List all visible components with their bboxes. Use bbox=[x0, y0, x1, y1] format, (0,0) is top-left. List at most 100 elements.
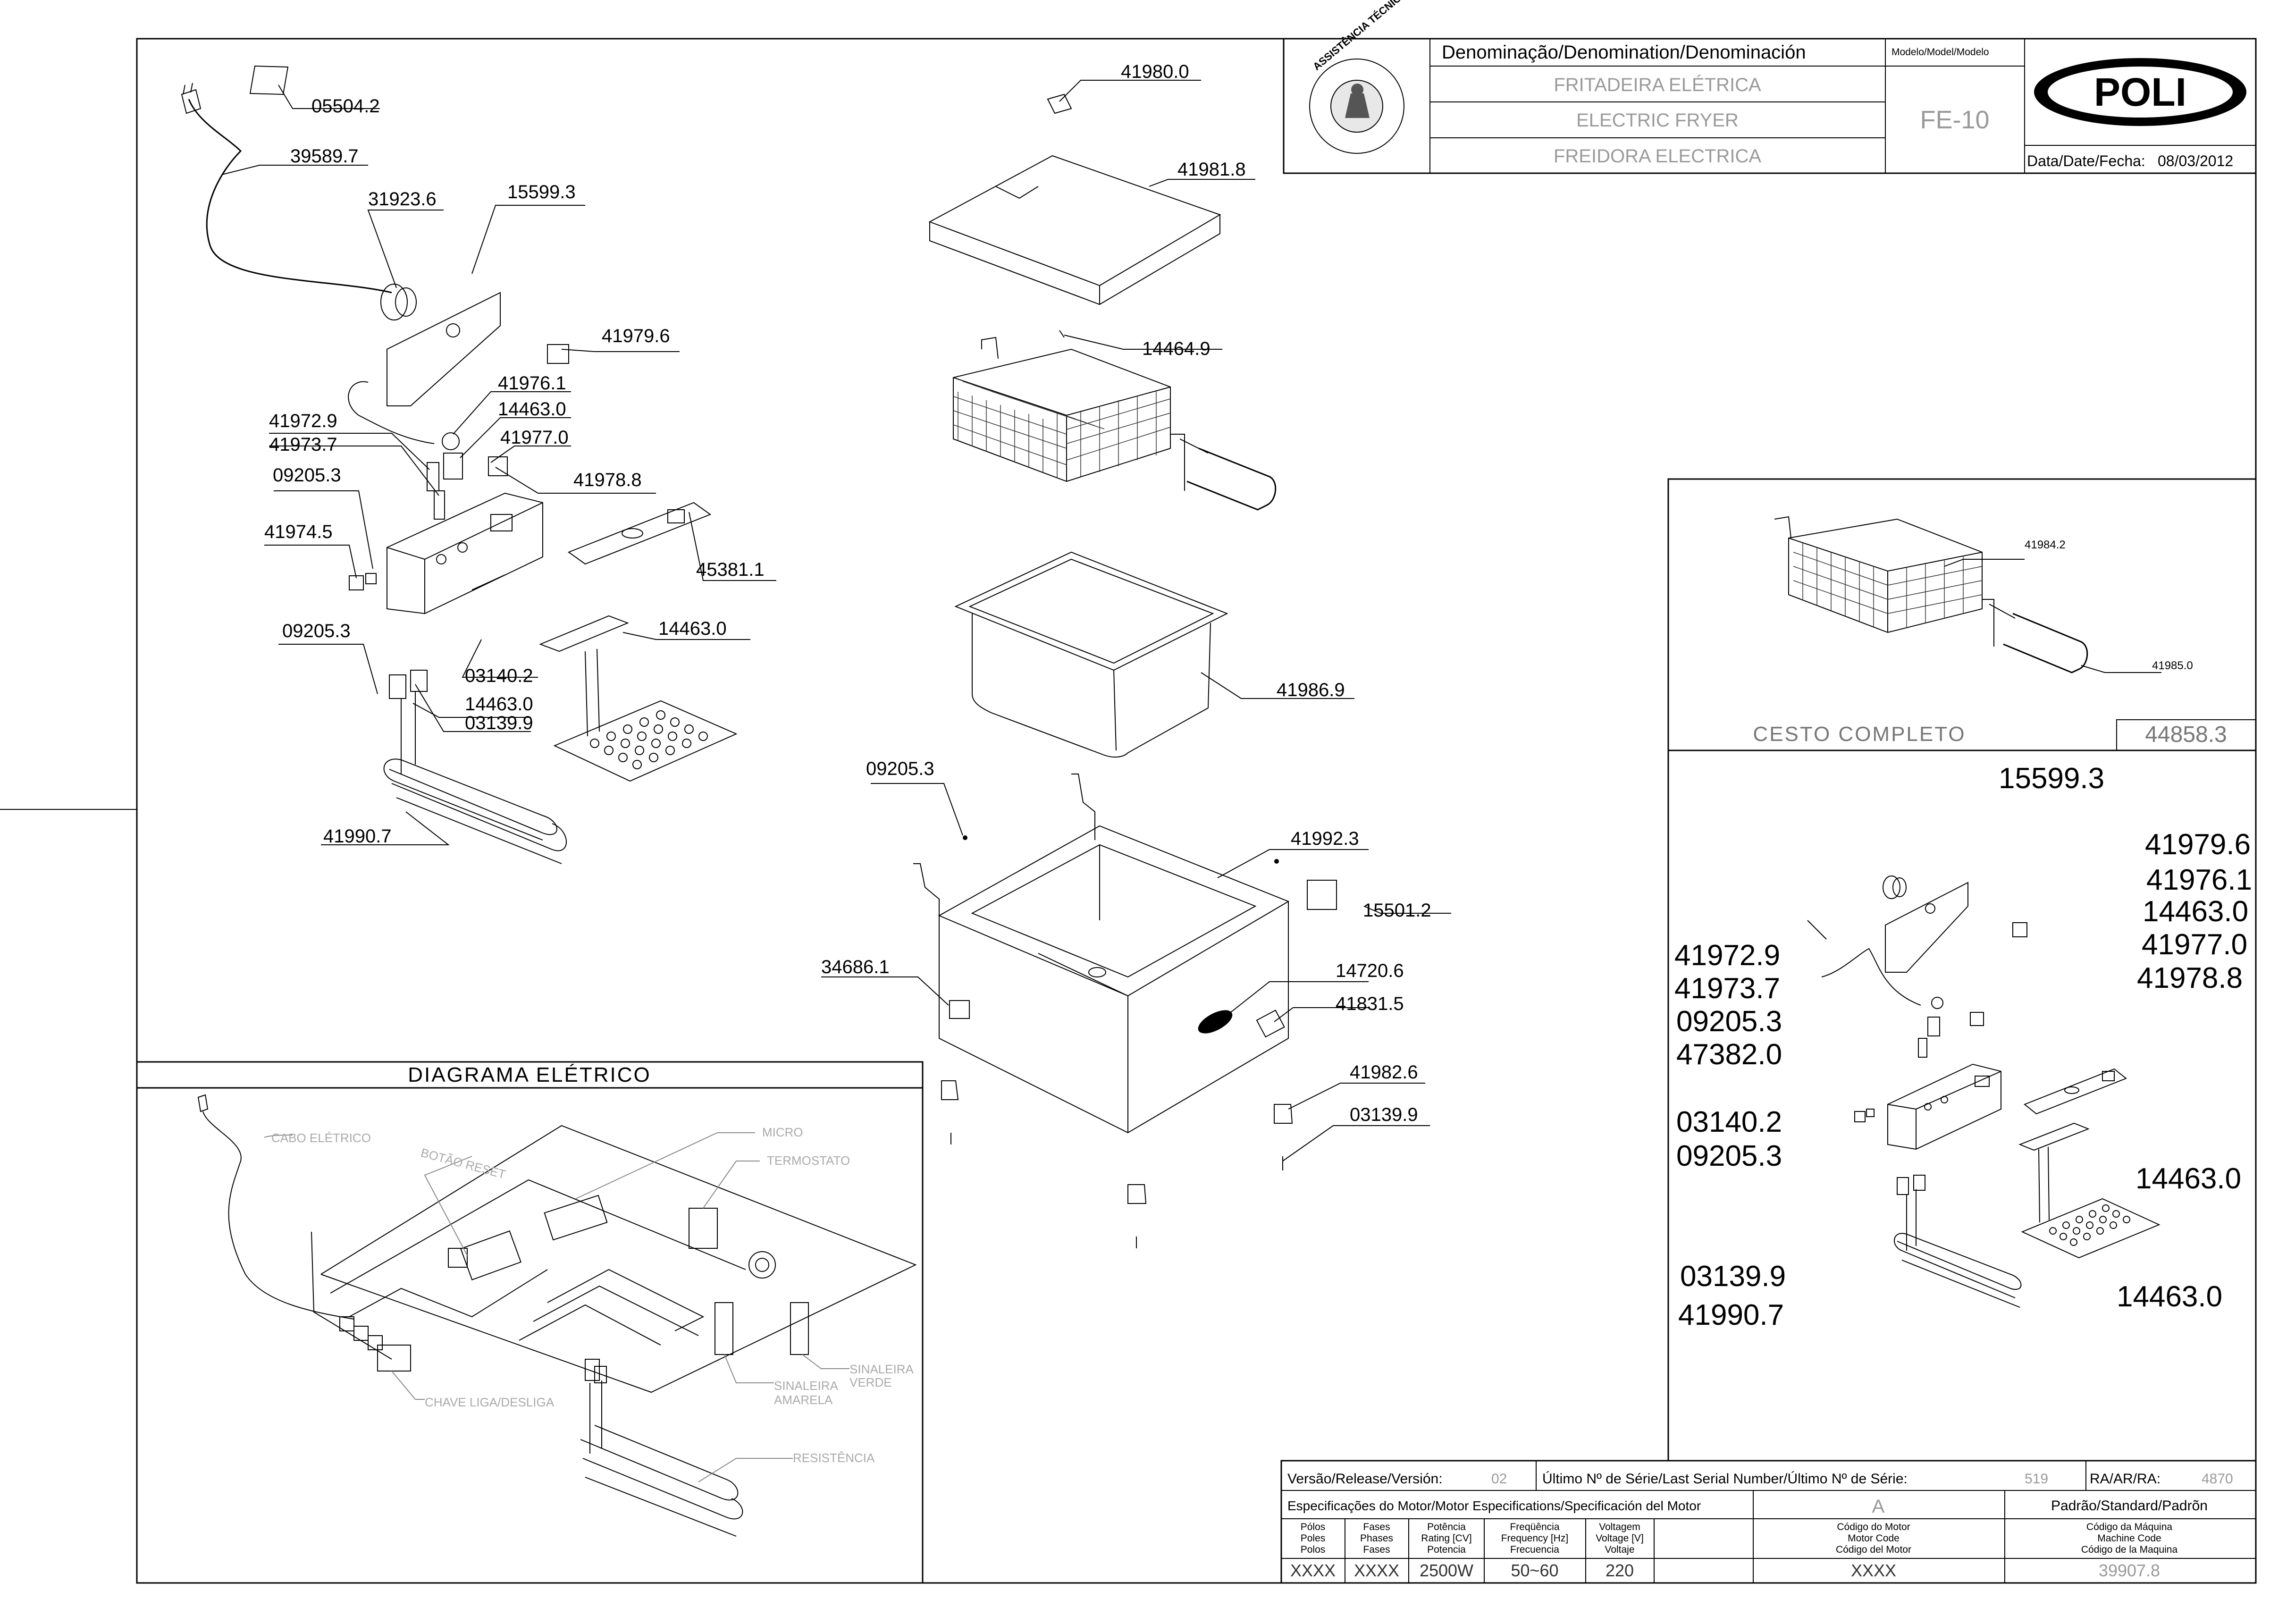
control-panel-assembly bbox=[181, 65, 776, 864]
part-label: 45381.1 bbox=[696, 559, 765, 580]
part-label: 41977.0 bbox=[500, 427, 569, 448]
part-label: 41990.7 bbox=[323, 826, 392, 847]
name-es: FREIDORA ELECTRICA bbox=[1554, 146, 1761, 167]
name-en: ELECTRIC FRYER bbox=[1576, 110, 1739, 131]
col-header: Código do Motor bbox=[1837, 1522, 1910, 1532]
brand-text: POLI bbox=[2094, 70, 2186, 114]
col-header: Rating [CV] bbox=[1421, 1533, 1471, 1544]
center-part-labels: 41980.0 41981.8 14464.9 41986.9 09205.3 … bbox=[821, 61, 1431, 1125]
part-label: 15501.2 bbox=[1363, 900, 1431, 921]
wire-label: MICRO bbox=[762, 1125, 803, 1139]
part-label: 41831.5 bbox=[1336, 993, 1404, 1014]
col-header: Machine Code bbox=[2097, 1533, 2161, 1544]
part-label: 34686.1 bbox=[821, 957, 890, 977]
wire-label: CHAVE LIGA/DESLIGA bbox=[425, 1395, 555, 1409]
part-label: 15599.3 bbox=[507, 182, 576, 202]
exploded-left-label: 41972.9 bbox=[1674, 939, 1780, 972]
version-label: Versão/Release/Versión: bbox=[1287, 1471, 1443, 1487]
left-part-labels: 05504.2 39589.7 31923.6 15599.3 41979.6 … bbox=[264, 96, 765, 847]
col-header: Potência bbox=[1427, 1522, 1466, 1532]
exploded-panel bbox=[1667, 750, 2160, 1461]
wire-label: VERDE bbox=[849, 1375, 892, 1389]
col-header: Potencia bbox=[1427, 1544, 1466, 1555]
col-header: Voltagem bbox=[1599, 1522, 1640, 1532]
wire-label: TERMOSTATO bbox=[767, 1153, 850, 1168]
exploded-right-label: 14463.0 bbox=[2135, 1162, 2241, 1195]
ra-label: RA/AR/RA: bbox=[2090, 1471, 2160, 1487]
part-label: 05504.2 bbox=[311, 96, 380, 117]
col-value: 50~60 bbox=[1511, 1561, 1558, 1580]
part-label: 09205.3 bbox=[866, 758, 934, 779]
part-label: 41979.6 bbox=[602, 326, 670, 346]
col-header: Phases bbox=[1360, 1533, 1393, 1544]
part-label: 03139.9 bbox=[465, 713, 533, 733]
col-header: Voltaje bbox=[1605, 1544, 1634, 1555]
col-value: 2500W bbox=[1420, 1561, 1473, 1580]
seal-text: ASSISTÊNCIA TÉCNICA AUTORIZADA bbox=[1311, 0, 1463, 73]
col-value: XXXX bbox=[1354, 1561, 1399, 1580]
exploded-right-label: 14463.0 bbox=[2117, 1280, 2222, 1313]
exploded-right-label: 41978.8 bbox=[2137, 962, 2243, 994]
part-label: 03140.2 bbox=[465, 665, 533, 686]
authorized-service-seal: ASSISTÊNCIA TÉCNICA AUTORIZADA bbox=[1309, 0, 1463, 154]
col-header: Código del Motor bbox=[1836, 1544, 1911, 1555]
exploded-left-label: 41973.7 bbox=[1674, 972, 1780, 1005]
model-header: Modelo/Model/Modelo bbox=[1891, 47, 1989, 58]
col-header: Frequency [Hz] bbox=[1501, 1533, 1568, 1544]
col-header: Motor Code bbox=[1848, 1533, 1900, 1544]
exploded-left-label: 09205.3 bbox=[1676, 1005, 1782, 1038]
standard-label: Padrão/Standard/Padrõn bbox=[2051, 1498, 2208, 1514]
col-header: Polos bbox=[1301, 1544, 1326, 1555]
col-header: Código da Máquina bbox=[2086, 1522, 2172, 1532]
basket-label-b: 41985.0 bbox=[2152, 659, 2193, 672]
col-value: 220 bbox=[1606, 1561, 1634, 1580]
title-block: ASSISTÊNCIA TÉCNICA AUTORIZADA Denominaç… bbox=[1283, 0, 2257, 174]
exploded-right-label: 14463.0 bbox=[2143, 895, 2248, 928]
exploded-left-label: 03139.9 bbox=[1680, 1260, 1786, 1293]
poli-logo: POLI bbox=[2034, 58, 2246, 126]
col-value: 39907.8 bbox=[2099, 1561, 2160, 1580]
exploded-left-label: 03140.2 bbox=[1676, 1106, 1782, 1138]
wire-label: CABO ELÉTRICO bbox=[271, 1131, 371, 1145]
motor-label: Especificações do Motor/Motor Especifica… bbox=[1287, 1498, 1701, 1513]
col-value: XXXX bbox=[1290, 1561, 1336, 1580]
electrical-labels: CABO ELÉTRICO BOTÃO RESET MICRO TERMOSTA… bbox=[271, 1125, 914, 1465]
part-label: 41972.9 bbox=[269, 411, 337, 431]
part-label: 09205.3 bbox=[282, 621, 351, 641]
exploded-panel-labels: 15599.3 41979.6 41976.1 14463.0 41977.0 … bbox=[1674, 762, 2252, 1331]
col-header: Frecuencia bbox=[1510, 1544, 1559, 1555]
motor-class: A bbox=[1872, 1496, 1885, 1517]
exploded-right-label: 41979.6 bbox=[2145, 828, 2251, 861]
exploded-right-label: 41977.0 bbox=[2142, 928, 2247, 961]
part-label: 14463.0 bbox=[658, 618, 727, 639]
spec-block-text: Versão/Release/Versión: 02 Último Nº de … bbox=[1287, 1471, 2233, 1580]
col-header: Pólos bbox=[1301, 1522, 1326, 1532]
model-value: FE-10 bbox=[1920, 106, 1989, 134]
part-label: 09205.3 bbox=[273, 465, 341, 486]
wire-label: SINALEIRA bbox=[774, 1379, 838, 1393]
part-label: 14720.6 bbox=[1336, 960, 1404, 981]
denomination-header: Denominação/Denomination/Denominación bbox=[1442, 42, 1806, 63]
date-value: 08/03/2012 bbox=[2158, 152, 2233, 169]
exploded-top-label: 15599.3 bbox=[1999, 762, 2104, 795]
part-label: 41982.6 bbox=[1350, 1062, 1418, 1083]
part-label: 14463.0 bbox=[465, 694, 533, 715]
part-label: 14464.9 bbox=[1142, 338, 1211, 359]
electrical-diagram-title: DIAGRAMA ELÉTRICO bbox=[408, 1063, 651, 1086]
serial-label: Último Nº de Série/Last Serial Number/Úl… bbox=[1542, 1471, 1908, 1487]
ra-value: 4870 bbox=[2202, 1471, 2233, 1487]
fryer-body-assembly bbox=[821, 80, 1451, 1248]
part-label: 41980.0 bbox=[1121, 61, 1189, 82]
col-header: Fases bbox=[1363, 1522, 1390, 1532]
wire-label: RESISTÊNCIA bbox=[793, 1451, 875, 1465]
version-value: 02 bbox=[1491, 1471, 1507, 1487]
exploded-right-label: 41976.1 bbox=[2146, 864, 2252, 896]
part-label: 41974.5 bbox=[264, 522, 333, 542]
basket-code: 44858.3 bbox=[2145, 722, 2227, 747]
basket-panel bbox=[1667, 478, 2257, 751]
electrical-diagram bbox=[136, 1061, 924, 1584]
part-label: 14463.0 bbox=[498, 399, 566, 420]
exploded-left-label: 47382.0 bbox=[1676, 1038, 1782, 1071]
part-label: 41976.1 bbox=[498, 373, 566, 394]
